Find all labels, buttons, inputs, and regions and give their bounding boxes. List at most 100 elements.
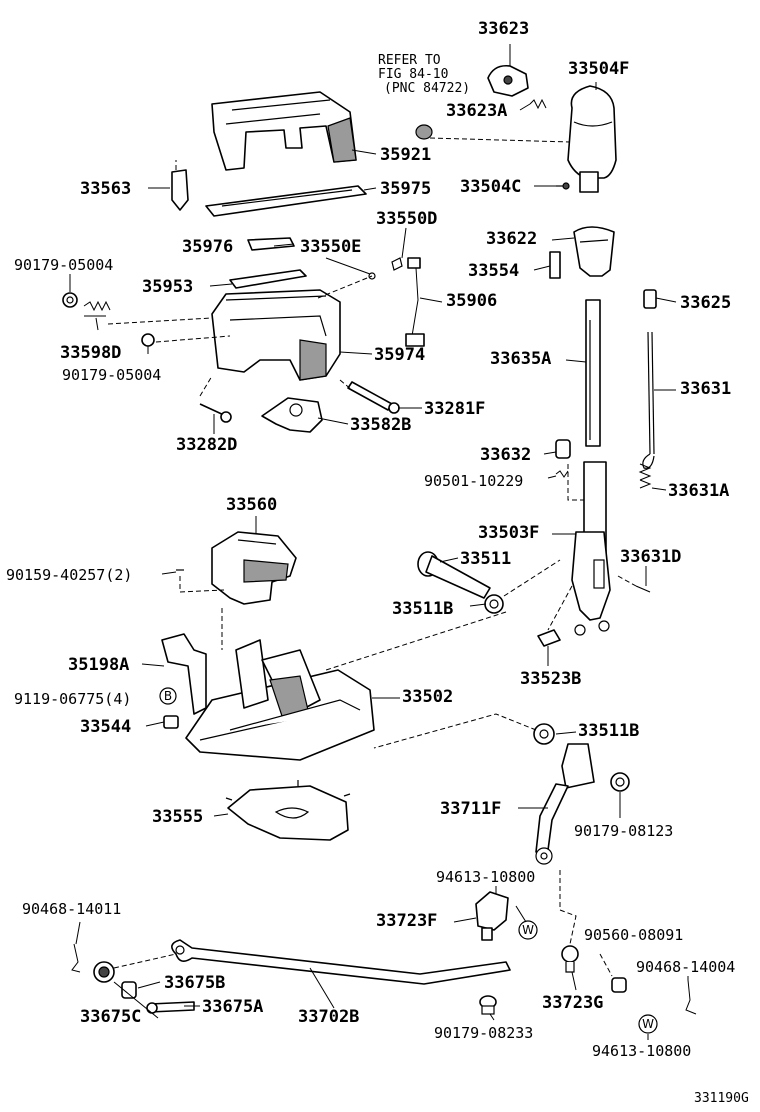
label-33631A: 33631A	[668, 481, 730, 501]
small-clip	[391, 257, 403, 271]
collar-90560	[611, 977, 627, 993]
label-33554: 33554	[468, 261, 520, 281]
label-33623: 33623	[478, 19, 530, 39]
label-33282D: 33282D	[176, 435, 238, 455]
label-33625: 33625	[680, 293, 732, 313]
pin-33523B	[537, 629, 561, 647]
label-90179-05004-a: 90179-05004	[14, 256, 114, 274]
label-35974: 35974	[374, 345, 426, 365]
label-33582B: 33582B	[350, 415, 412, 435]
indicator-housing	[211, 91, 357, 171]
label-90560-08091: 90560-08091	[584, 926, 684, 944]
clip	[171, 169, 189, 211]
bushing-lower	[533, 723, 555, 745]
nut-upper	[62, 292, 78, 308]
label-33598D: 33598D	[60, 343, 122, 363]
label-33711F: 33711F	[440, 799, 502, 819]
cap	[643, 289, 657, 309]
label-33623A: 33623A	[446, 101, 508, 121]
label-90159-40257: 90159-40257(2)	[6, 566, 133, 584]
label-90468-14004: 90468-14004	[636, 958, 736, 976]
part-33632	[555, 439, 571, 459]
label-33675C: 33675C	[80, 1007, 142, 1027]
label-94613-10800-lower: 94613-10800	[592, 1042, 692, 1060]
label-33523B: 33523B	[520, 669, 582, 689]
wire-harness	[405, 257, 425, 347]
label-90468-14011: 90468-14011	[22, 900, 122, 918]
clip-33554	[549, 251, 561, 279]
label-33560: 33560	[226, 495, 278, 515]
spring-33631A	[638, 463, 652, 489]
label-94613-10800-upper: 94613-10800	[436, 868, 536, 886]
label-33504C: 33504C	[460, 177, 522, 197]
washer-symbol-upper: W	[518, 920, 538, 940]
svg-text:W: W	[522, 923, 534, 937]
washer-symbol-lower: W	[638, 1014, 658, 1034]
bushing-upper	[484, 594, 504, 614]
label-33281F: 33281F	[424, 399, 486, 419]
control-lever	[535, 743, 595, 865]
label-33511B-lower: 33511B	[578, 721, 640, 741]
gasket	[229, 269, 307, 289]
pin-33511	[417, 551, 491, 599]
pin-33631D	[635, 585, 651, 593]
bracket-33723F	[475, 891, 509, 941]
clip-90468-14004	[685, 979, 697, 1015]
label-33723F: 33723F	[376, 911, 438, 931]
label-33504F: 33504F	[568, 59, 630, 79]
label-33503F: 33503F	[478, 523, 540, 543]
lever-cover	[573, 226, 615, 277]
label-90179-05004-b: 90179-05004	[62, 366, 162, 384]
bolt-symbol: B	[159, 687, 177, 705]
label-33702B: 33702B	[298, 1007, 360, 1027]
lever-housing	[211, 289, 341, 381]
label-33544: 33544	[80, 717, 132, 737]
spring-90501	[555, 470, 569, 478]
nut-90179-08123	[610, 772, 630, 792]
pin-33281F	[347, 381, 400, 414]
push-rod	[642, 331, 655, 469]
bushing-33723G	[561, 945, 579, 973]
knob-screw	[556, 182, 570, 190]
nut-90179-08233	[479, 995, 497, 1015]
label-33632: 33632	[480, 445, 532, 465]
label-33675A: 33675A	[202, 997, 264, 1017]
shift-lever	[571, 461, 611, 636]
figure-code: 331190G	[694, 1091, 749, 1106]
note-line-2: FIG 84-10	[378, 67, 449, 82]
label-33550D: 33550D	[376, 209, 438, 229]
label-33563: 33563	[80, 179, 132, 199]
label-35975: 35975	[380, 179, 432, 199]
label-33502: 33502	[402, 687, 454, 707]
assembly-dash-lines	[107, 137, 637, 977]
label-33550E: 33550E	[300, 237, 362, 257]
label-35906: 35906	[446, 291, 498, 311]
housing-33560	[211, 531, 297, 605]
indicator-plate	[205, 185, 367, 217]
label-90179-08123: 90179-08123	[574, 822, 674, 840]
label-33675B: 33675B	[164, 973, 226, 993]
bolt-33675A	[146, 1001, 195, 1014]
knob-button	[487, 64, 529, 97]
nut-lower	[141, 333, 155, 347]
pawl	[261, 397, 323, 433]
plug	[415, 124, 433, 140]
label-33631: 33631	[680, 379, 732, 399]
leader-lines	[69, 44, 689, 1040]
label-33555: 33555	[152, 807, 204, 827]
clip-90468-14011	[71, 943, 81, 973]
svg-text:W: W	[642, 1017, 654, 1031]
shift-base	[185, 639, 375, 761]
knob-spring	[529, 98, 547, 110]
shift-rod	[171, 939, 511, 985]
bolt-33282D	[199, 403, 232, 423]
label-35953: 35953	[142, 277, 194, 297]
spring-33598D	[83, 300, 111, 317]
lever-rod	[585, 299, 601, 447]
label-33723G: 33723G	[542, 993, 604, 1013]
label-90501-10229: 90501-10229	[424, 472, 524, 490]
label-33635A: 33635A	[490, 349, 552, 369]
small-plate	[247, 237, 295, 251]
